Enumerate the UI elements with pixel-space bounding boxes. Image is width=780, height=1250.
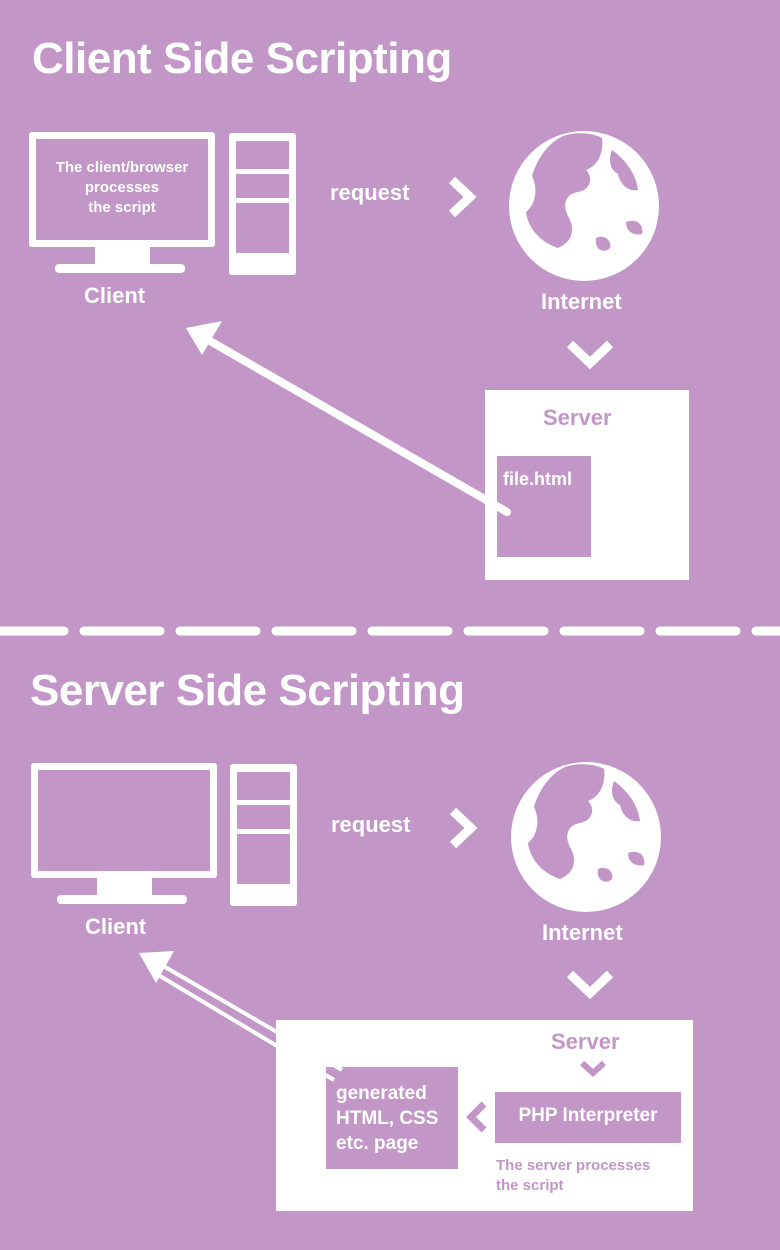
client-side-title: Client Side Scripting <box>32 34 452 83</box>
server-label: Server <box>543 405 612 430</box>
monitor-neck <box>97 878 152 896</box>
monitor-icon: The client/browser processes the script <box>29 132 215 247</box>
php-interpreter-label: PHP Interpreter <box>518 1105 658 1126</box>
request-label: request <box>331 812 411 837</box>
tower-icon <box>229 133 296 275</box>
tower-icon <box>230 764 297 906</box>
chevron-left-icon <box>466 1101 487 1133</box>
chevron-right-icon <box>448 176 477 218</box>
monitor-neck <box>95 247 150 265</box>
internet-label: Internet <box>541 289 622 314</box>
chevron-right-icon <box>449 807 478 849</box>
request-label: request <box>330 180 410 205</box>
monitor-icon <box>31 763 217 878</box>
client-label: Client <box>84 283 146 308</box>
globe-icon <box>511 762 661 912</box>
chevron-down-icon <box>566 340 614 370</box>
arrow-icon <box>186 321 511 516</box>
server-side-title: Server Side Scripting <box>30 666 465 715</box>
internet-label: Internet <box>542 920 623 945</box>
generated-page-label: generated HTML, CSS etc. page <box>336 1083 439 1154</box>
chevron-down-icon <box>566 970 614 1000</box>
chevron-down-icon <box>579 1060 607 1078</box>
server-processes-note: The server processes the script <box>496 1157 651 1194</box>
generated-page-box <box>326 1067 458 1169</box>
server-label: Server <box>551 1029 620 1054</box>
globe-icon <box>509 131 659 281</box>
client-label: Client <box>85 914 147 939</box>
monitor-base <box>57 895 187 904</box>
monitor-base <box>55 264 185 273</box>
section-divider <box>0 626 780 636</box>
screen-text: The client/browser processes the script <box>55 159 189 216</box>
file-html-label: file.html <box>503 469 573 489</box>
php-interpreter-box <box>495 1092 681 1143</box>
file-html-box <box>497 456 591 557</box>
